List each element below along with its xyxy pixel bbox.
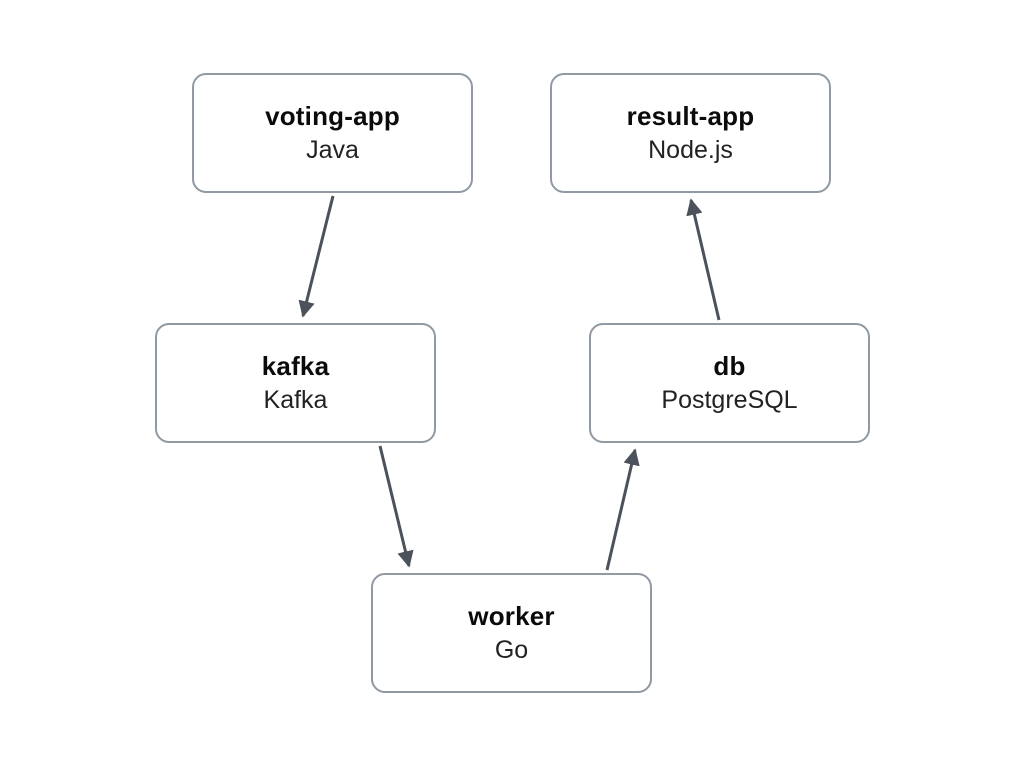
node-db: db PostgreSQL <box>589 323 870 443</box>
edge-worker-to-db <box>605 448 640 571</box>
node-subtitle: Node.js <box>648 135 733 164</box>
node-title: db <box>713 350 746 381</box>
edge-votingapp-to-kafka <box>298 195 335 318</box>
node-kafka: kafka Kafka <box>155 323 436 443</box>
node-subtitle: Java <box>306 135 359 164</box>
node-result-app: result-app Node.js <box>550 73 831 193</box>
node-subtitle: Go <box>494 635 529 664</box>
node-title: voting-app <box>265 100 400 131</box>
node-worker: worker Go <box>371 573 652 693</box>
edge-kafka-to-worker <box>378 445 414 568</box>
node-title: kafka <box>261 350 330 381</box>
node-title: worker <box>468 600 555 631</box>
node-title: result-app <box>626 100 755 131</box>
node-subtitle: PostgreSQL <box>661 385 798 414</box>
edge-db-to-resultapp <box>686 198 721 321</box>
node-voting-app: voting-app Java <box>192 73 473 193</box>
node-subtitle: Kafka <box>263 385 328 414</box>
